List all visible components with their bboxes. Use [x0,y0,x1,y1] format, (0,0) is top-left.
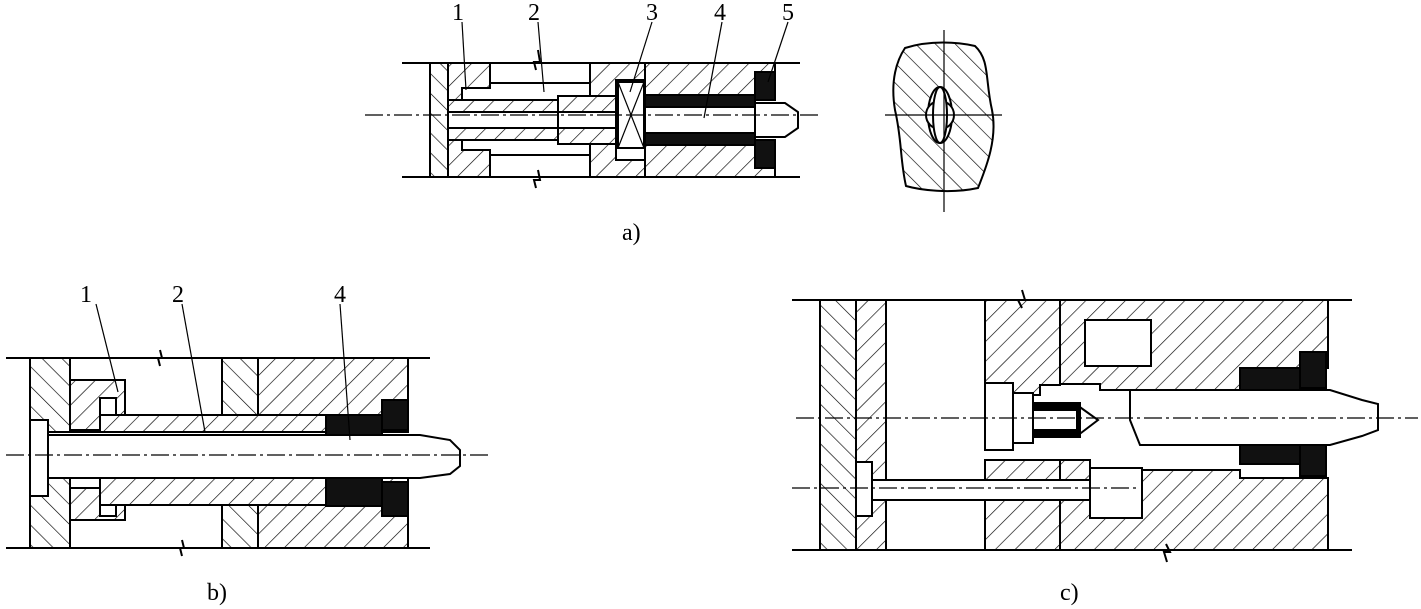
panel-c: c) [792,289,1418,606]
caption-c: c) [1060,580,1079,606]
caption-b: b) [207,580,227,606]
middle-block-c [984,299,1061,396]
label-a-5: 5 [782,0,794,26]
label-b-4: 4 [334,282,346,308]
label-b-2: 2 [172,282,184,308]
panel-a: 1 2 3 4 5 a) [365,0,1002,246]
label-b-1: 1 [80,282,92,308]
part-4-sleeve-b [325,414,383,436]
caption-a: a) [622,220,641,246]
part-5-ring [754,71,776,101]
ejector-pin-tip-a [754,102,799,138]
label-a-1: 1 [452,0,464,26]
label-a-4: 4 [714,0,726,26]
part-4-sleeve [644,94,756,108]
panel-b: 1 2 4 b) [6,282,488,606]
plate-c-left [819,299,857,551]
screw-head-c [984,382,1014,451]
label-a-3: 3 [646,0,658,26]
left-plate [429,62,449,178]
bolt-c [855,461,873,517]
pin-head-b [29,419,49,497]
retainer-block [447,62,491,101]
label-a-2: 2 [528,0,540,26]
ejector-pin-b [47,434,461,479]
black-ring-c [1239,367,1301,391]
